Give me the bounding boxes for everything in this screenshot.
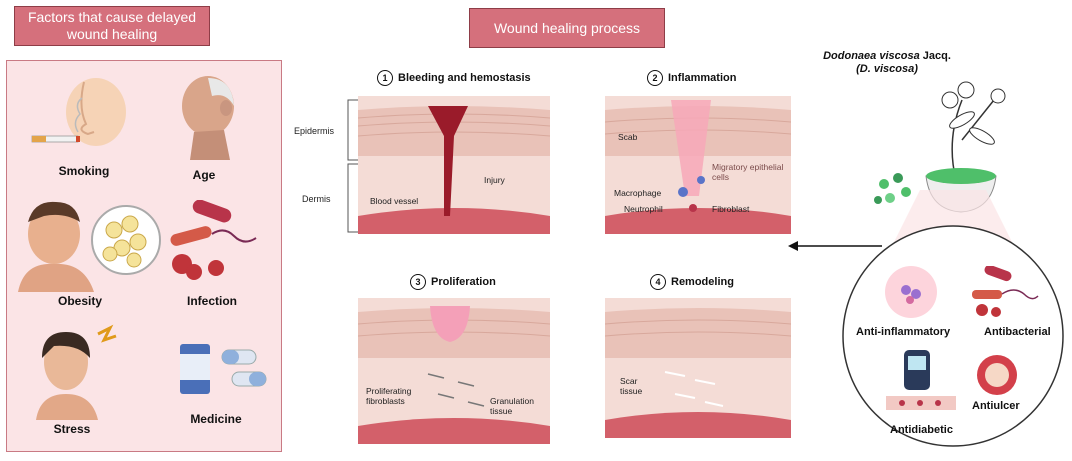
granulation-label: Granulation tissue xyxy=(490,396,534,416)
scar-tissue-label: Scar tissue xyxy=(620,376,643,396)
pills-icon xyxy=(180,344,267,394)
plant-abbr: (D. viscosa) xyxy=(856,63,918,75)
factor-label-medicine: Medicine xyxy=(190,412,242,426)
stage-2-title: 2 Inflammation xyxy=(647,70,736,86)
plant-name-italic: Dodonaea viscosa xyxy=(823,50,920,62)
glucose-meter-icon xyxy=(886,350,956,410)
stage-1-skin-diagram xyxy=(358,96,550,234)
dermis-label: Dermis xyxy=(302,194,331,204)
epidermis-label: Epidermis xyxy=(294,126,335,136)
process-header: Wound healing process xyxy=(469,8,665,48)
stressed-person-icon xyxy=(36,324,117,420)
stage-2-title-text: Inflammation xyxy=(668,72,737,84)
activity-anti-inflammatory: Anti-inflammatory xyxy=(856,326,951,338)
activity-antibacterial: Antibacterial xyxy=(984,326,1051,338)
arrow-icon xyxy=(788,241,882,251)
stage-4-number: 4 xyxy=(650,274,666,290)
migratory-label: Migratory epithelial cells xyxy=(712,162,784,182)
activity-antiulcer: Antiulcer xyxy=(972,400,1020,412)
stage-3-title: 3 Proliferation xyxy=(410,274,496,290)
factor-label-stress: Stress xyxy=(53,422,91,436)
obese-person-icon xyxy=(18,201,161,292)
process-header-text: Wound healing process xyxy=(493,19,641,36)
stage-4-title: 4 Remodeling xyxy=(650,274,734,290)
stage-3-title-text: Proliferation xyxy=(431,276,496,288)
factors-header: Factors that cause delayed wound healing xyxy=(14,6,210,46)
neutrophil-label: Neutrophil xyxy=(624,204,663,214)
stage-4-title-text: Remodeling xyxy=(671,276,734,288)
inflammation-icon xyxy=(885,266,937,318)
blood-vessel-label: Blood vessel xyxy=(370,196,419,206)
stage-3-number: 3 xyxy=(410,274,426,290)
factor-label-age: Age xyxy=(192,168,216,182)
plant-name: Dodonaea viscosa Jacq. (D. viscosa) xyxy=(822,50,952,76)
factor-label-smoking: Smoking xyxy=(58,164,110,178)
cigarette-icon xyxy=(31,78,126,146)
bacteria-icon xyxy=(170,200,257,280)
fibroblast-label: Fibroblast xyxy=(712,204,750,214)
activity-antidiabetic: Antidiabetic xyxy=(890,424,953,436)
antibacterial-icon xyxy=(972,266,1039,317)
ulcer-icon xyxy=(977,355,1017,395)
stage-1-title-text: Bleeding and hemostasis xyxy=(398,72,531,84)
stage-1-number: 1 xyxy=(377,70,393,86)
stage-2-skin-diagram xyxy=(605,96,791,234)
stage-2-number: 2 xyxy=(647,70,663,86)
macrophage-label: Macrophage xyxy=(614,188,662,198)
elderly-person-icon xyxy=(182,76,234,160)
layer-brackets xyxy=(347,99,358,233)
plant-name-rest: Jacq. xyxy=(919,50,951,62)
factors-header-text: Factors that cause delayed wound healing xyxy=(27,9,197,42)
stage-3-skin-diagram xyxy=(358,298,550,444)
factor-label-infection: Infection xyxy=(187,294,237,308)
stage-4-skin-diagram xyxy=(605,298,791,438)
scab-label: Scab xyxy=(618,132,638,142)
proliferating-label: Proliferating fibroblasts xyxy=(366,386,412,406)
stage-1-title: 1 Bleeding and hemostasis xyxy=(377,70,531,86)
factor-label-obesity: Obesity xyxy=(57,294,102,308)
injury-label: Injury xyxy=(484,175,505,185)
